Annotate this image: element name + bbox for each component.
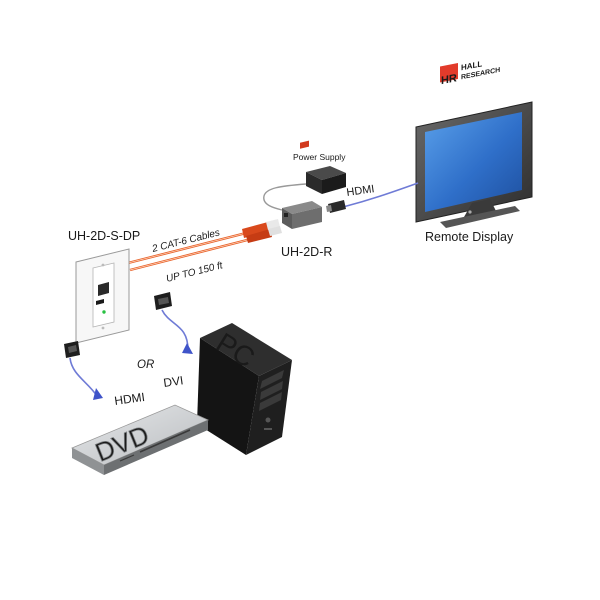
receiver-uh-2d-r — [282, 140, 322, 229]
cat6-cables — [127, 219, 282, 272]
power-supply-brick — [306, 166, 346, 194]
logo-mark: HR — [441, 72, 457, 87]
dvi-connector — [154, 292, 172, 310]
pc-tower — [197, 323, 292, 455]
dvd-player — [71, 404, 209, 475]
receiver-label: UH-2D-R — [281, 245, 332, 259]
remote-display-monitor: HR HALL RESEARCH — [415, 59, 533, 228]
power-cable — [263, 183, 307, 211]
transmitter-label: UH-2D-S-DP — [68, 229, 140, 243]
dvi-cable — [161, 309, 189, 351]
or-label: OR — [137, 359, 154, 371]
dvi-source-label: DVI — [162, 373, 184, 390]
hdmi-connector-source — [64, 341, 80, 358]
dvi-arrow-icon — [182, 343, 193, 354]
hdmi-source-label: HDMI — [113, 390, 145, 408]
remote-display-label: Remote Display — [425, 230, 514, 244]
logo-line1: HALL — [461, 59, 482, 72]
hdmi-connector-display — [326, 200, 346, 213]
hdmi-cable-display — [342, 182, 419, 208]
transmitter-wall-plate — [75, 248, 130, 344]
power-supply-label: Power Supply — [293, 152, 346, 162]
hdmi-display-label: HDMI — [346, 183, 376, 199]
distance-label: UP TO 150 ft — [165, 260, 225, 285]
hdmi-cable-source — [69, 357, 98, 397]
hdmi-arrow-icon — [93, 388, 103, 400]
hall-research-logo: HR HALL RESEARCH — [440, 59, 500, 87]
